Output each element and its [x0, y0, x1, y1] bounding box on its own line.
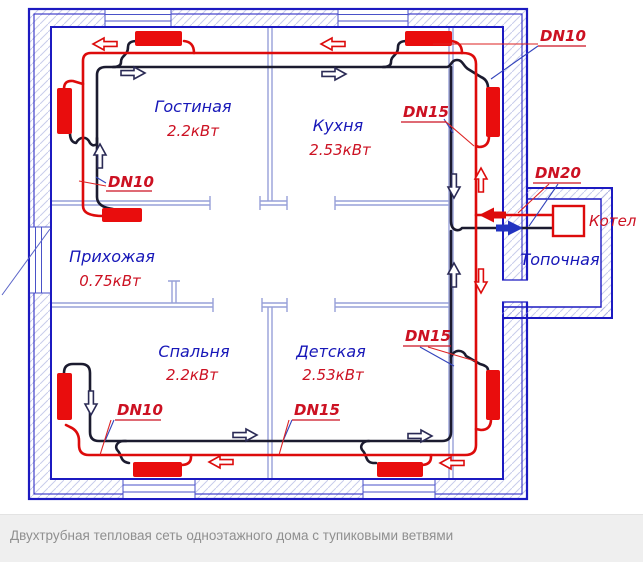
supply-flow-arrow-left-bottom2	[439, 456, 465, 470]
return-flow-arrow-right-bottom1	[232, 428, 258, 442]
radiator-kitchen-top	[405, 31, 452, 46]
supply-flow-arrow-left-bottom1	[208, 455, 234, 469]
return-flow-arrow-right-top1	[120, 66, 146, 80]
boiler-room-door-opening	[501, 280, 529, 302]
room-power-living: 2.2кВт	[167, 122, 220, 140]
supply-flow-arrow-left-top1	[92, 37, 118, 51]
boiler-supply-arrow	[479, 207, 506, 223]
pipe-label-dn15-right: DN15	[405, 327, 451, 345]
boiler-symbol	[551, 204, 586, 238]
window-left	[30, 226, 50, 294]
radiator-hall	[102, 208, 142, 222]
room-label-boiler-room: Топочная	[520, 250, 600, 269]
return-flow-arrow-right-top2	[321, 67, 347, 81]
boiler-room-walls	[501, 187, 613, 319]
caption-text: Двухтрубная тепловая сеть одноэтажного д…	[10, 528, 454, 543]
pipe-label-dn10-left: DN10	[108, 173, 154, 191]
wall-band-top	[29, 9, 527, 27]
boiler-return-arrow	[496, 220, 523, 236]
room-power-hall: 0.75кВт	[79, 272, 142, 290]
leader-lines	[78, 43, 559, 456]
heating-plan-diagram: Гостиная 2.2кВт Кухня 2.53кВт Прихожая 0…	[1, 7, 637, 501]
pipe-label-dn15-bottom: DN15	[294, 401, 340, 419]
room-power-nursery: 2.53кВт	[302, 366, 365, 384]
room-label-nursery: Детская	[295, 342, 366, 361]
room-label-hall: Прихожая	[69, 247, 155, 266]
radiator-corridor-bottom	[486, 370, 500, 420]
radiator-bedroom-bottom	[133, 462, 182, 477]
room-power-bedroom: 2.2кВт	[166, 366, 219, 384]
room-label-kitchen: Кухня	[313, 116, 364, 135]
window-top-right	[337, 10, 409, 26]
radiator-bedroom-left	[57, 373, 72, 420]
return-flow-arrow-down-left	[84, 390, 98, 416]
dn-underlines	[106, 45, 586, 421]
room-label-living: Гостиная	[154, 97, 231, 116]
wall-band-right	[503, 27, 527, 479]
radiator-living-top	[135, 31, 182, 46]
window-bottom-right	[362, 480, 436, 498]
pipe-label-dn10-bottom: DN10	[117, 401, 163, 419]
pipe-label-dn15-top: DN15	[403, 103, 449, 121]
interior-partitions	[52, 28, 454, 478]
room-power-kitchen: 2.53кВт	[309, 141, 372, 159]
supply-flow-arrow-left-top2	[320, 37, 346, 51]
return-pipes	[62, 39, 555, 465]
radiator-corridor-top	[486, 87, 500, 137]
window-bottom-left	[122, 480, 196, 498]
pipe-label-dn20: DN20	[535, 164, 581, 182]
entrance-callout-line	[1, 228, 51, 296]
pipe-label-dn10-top: DN10	[540, 27, 586, 45]
radiators	[57, 31, 500, 477]
caption-bar: Двухтрубная тепловая сеть одноэтажного д…	[0, 514, 643, 562]
windows	[30, 10, 436, 498]
window-top-left	[104, 10, 172, 26]
wall-band-bottom	[29, 479, 527, 499]
boiler-label: Котел	[589, 212, 637, 230]
room-label-bedroom: Спальня	[158, 342, 230, 361]
radiator-nursery-bottom	[377, 462, 423, 477]
radiator-living-left	[57, 88, 72, 134]
